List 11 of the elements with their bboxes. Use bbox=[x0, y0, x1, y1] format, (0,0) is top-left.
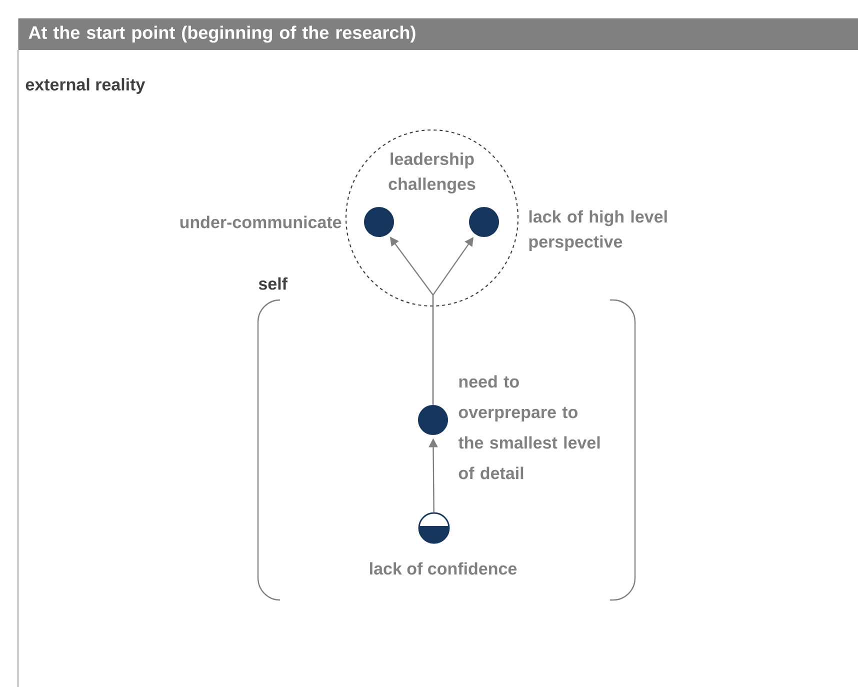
node-caption: lack of confidence bbox=[370, 562, 517, 575]
filled-circle bbox=[469, 207, 499, 237]
filled-circle bbox=[418, 405, 448, 435]
title-band: At the start point (beginning of the research) bbox=[18, 18, 858, 50]
filled-circle bbox=[364, 207, 394, 237]
bracket-group bbox=[257, 299, 636, 601]
node-caption: need to overprepare to the smallest level of detail bbox=[458, 375, 600, 480]
group-label: self bbox=[258, 277, 288, 290]
node-caption: under-communicate bbox=[180, 216, 342, 228]
node-caption: lack of high level perspective bbox=[529, 210, 667, 252]
half-filled-circle bbox=[418, 512, 450, 544]
